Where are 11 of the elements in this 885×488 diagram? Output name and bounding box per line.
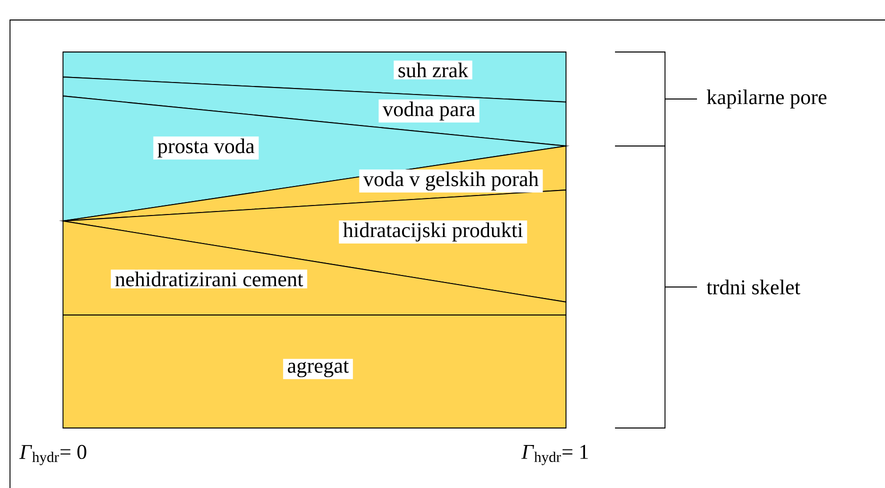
hydration-degree-label: Γ$_{hydr}$= 0 <box>19 444 86 466</box>
phase-label: vodna para <box>378 99 480 123</box>
phase-label: voda v gelskih porah <box>359 169 543 193</box>
bracket-label: trdni skelet <box>706 280 800 294</box>
phase-label: prosta voda <box>153 136 259 160</box>
phase-label: hidratacijski produkti <box>338 220 528 244</box>
bracket-label: kapilarne pore <box>706 89 826 109</box>
phase-label: suh zrak <box>394 60 472 80</box>
phase-label: agregat <box>283 358 353 380</box>
hydration-degree-label: Γ$_{hydr}$= 1 <box>521 444 588 466</box>
phase-label: nehidratizirani cement <box>110 270 308 288</box>
